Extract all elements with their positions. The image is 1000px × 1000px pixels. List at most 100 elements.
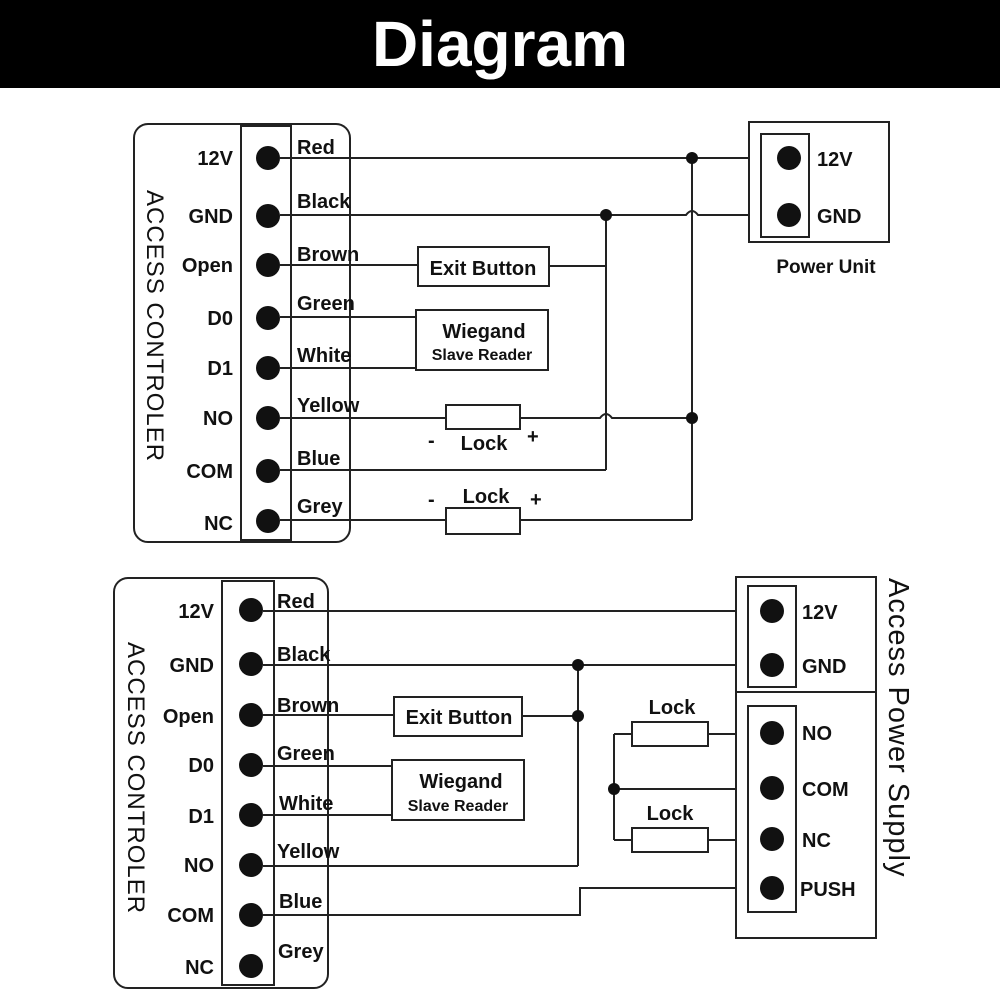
terminal-screw — [760, 876, 784, 900]
junction-dot — [686, 152, 698, 164]
terminal-label-open: Open — [182, 255, 233, 277]
lock-box — [445, 507, 521, 535]
lock-box — [631, 721, 709, 747]
terminal-label-com: COM — [167, 905, 214, 927]
wiegand-title-2: Wiegand — [419, 771, 502, 793]
wires-2 — [263, 610, 770, 916]
power-unit-title: Power Unit — [776, 257, 876, 278]
terminal-screw — [239, 903, 263, 927]
controller-label-1: ACCESS CONTROLER — [141, 190, 168, 462]
ps-terminal-nc: NC — [802, 830, 831, 852]
terminal-screw — [239, 853, 263, 877]
terminal-screw — [239, 703, 263, 727]
terminal-label-d1: D1 — [207, 358, 233, 380]
terminal-screw — [256, 509, 280, 533]
terminal-label-d1: D1 — [188, 806, 214, 828]
wiegand-reader-box-2 — [391, 759, 525, 821]
terminal-screw — [239, 753, 263, 777]
terminal-label-open: Open — [163, 706, 214, 728]
wire-label-red: Red — [297, 137, 335, 159]
lock-minus: - — [428, 489, 435, 511]
terminal-label-no: NO — [203, 408, 233, 430]
junction-dot — [608, 783, 620, 795]
wire-label-black: Black — [297, 191, 351, 213]
wiegand-subtitle-2: Slave Reader — [408, 798, 509, 815]
exit-button-box-1 — [417, 246, 550, 287]
power-unit-terminal-gnd: GND — [817, 206, 861, 228]
wire-label-red: Red — [277, 591, 315, 613]
diagram-1: ACCESS CONTROLER 12V GND Open D0 D1 NO C… — [133, 121, 890, 543]
lock-plus: + — [530, 489, 542, 511]
terminal-label-gnd: GND — [189, 206, 233, 228]
power-unit-terminal-12v: 12V — [817, 149, 853, 171]
ps-terminal-com: COM — [802, 779, 849, 801]
lock-label: Lock — [647, 803, 695, 825]
wire-label-blue: Blue — [297, 448, 340, 470]
page-title: Diagram — [371, 8, 629, 80]
terminal-screw — [777, 146, 801, 170]
terminal-screw — [256, 253, 280, 277]
terminal-screw — [760, 599, 784, 623]
terminal-screw — [760, 653, 784, 677]
wire-label-brown: Brown — [277, 695, 339, 717]
controller-label-2: ACCESS CONTROLER — [122, 642, 149, 914]
terminal-screw — [760, 827, 784, 851]
terminal-label-12v: 12V — [197, 148, 233, 170]
lock-label: Lock — [649, 697, 697, 719]
terminal-screw — [256, 146, 280, 170]
terminal-screw — [256, 356, 280, 380]
terminal-label-nc: NC — [204, 513, 233, 535]
terminal-screw — [239, 803, 263, 827]
lock-box — [631, 827, 709, 853]
terminal-screw — [777, 203, 801, 227]
terminal-label-no: NO — [184, 855, 214, 877]
wire-label-blue: Blue — [279, 891, 322, 913]
terminal-screw — [256, 459, 280, 483]
wire-label-grey: Grey — [297, 496, 343, 518]
ps-terminal-push: PUSH — [800, 879, 856, 901]
terminal-label-nc: NC — [185, 957, 214, 979]
diagram-2: ACCESS CONTROLER 12V GND Open D0 D1 NO C… — [113, 576, 914, 989]
terminal-label-gnd: GND — [170, 655, 214, 677]
exit-button-box-2 — [393, 696, 523, 737]
terminal-screw — [256, 204, 280, 228]
terminal-label-12v: 12V — [178, 601, 214, 623]
wire-label-white: White — [279, 793, 333, 815]
junction-dot — [600, 209, 612, 221]
wire-label-black: Black — [277, 644, 331, 666]
terminal-screw — [760, 776, 784, 800]
wires-1 — [280, 157, 780, 521]
terminal-label-d0: D0 — [188, 755, 214, 777]
junction-dot — [572, 710, 584, 722]
ps-terminal-12v: 12V — [802, 602, 838, 624]
wire-label-white: White — [297, 345, 351, 367]
terminal-screw — [256, 406, 280, 430]
lock-box — [445, 404, 521, 430]
terminal-screw — [239, 954, 263, 978]
wire-label-green: Green — [277, 743, 335, 765]
power-supply-title: Access Power Supply — [882, 578, 914, 877]
lock-label: Lock — [463, 486, 511, 508]
wire-label-brown: Brown — [297, 244, 359, 266]
wiegand-subtitle-1: Slave Reader — [432, 347, 533, 364]
lock-label: Lock — [461, 433, 509, 455]
wiegand-reader-box-1 — [415, 309, 549, 371]
wire-label-yellow: Yellow — [277, 841, 340, 863]
exit-button-label-2: Exit Button — [406, 707, 513, 729]
ps-terminal-gnd: GND — [802, 656, 846, 678]
wire-label-yellow: Yellow — [297, 395, 360, 417]
terminal-label-com: COM — [186, 461, 233, 483]
junction-dot — [572, 659, 584, 671]
exit-button-label-1: Exit Button — [430, 258, 537, 280]
ps-terminal-no: NO — [802, 723, 832, 745]
terminal-screw — [760, 721, 784, 745]
terminal-label-d0: D0 — [207, 308, 233, 330]
terminal-screw — [239, 598, 263, 622]
wire-label-green: Green — [297, 293, 355, 315]
terminal-screw — [256, 306, 280, 330]
wire-label-grey: Grey — [278, 941, 324, 963]
wiegand-title-1: Wiegand — [442, 321, 525, 343]
lock-plus: + — [527, 426, 539, 448]
header-bar: Diagram — [0, 0, 1000, 88]
